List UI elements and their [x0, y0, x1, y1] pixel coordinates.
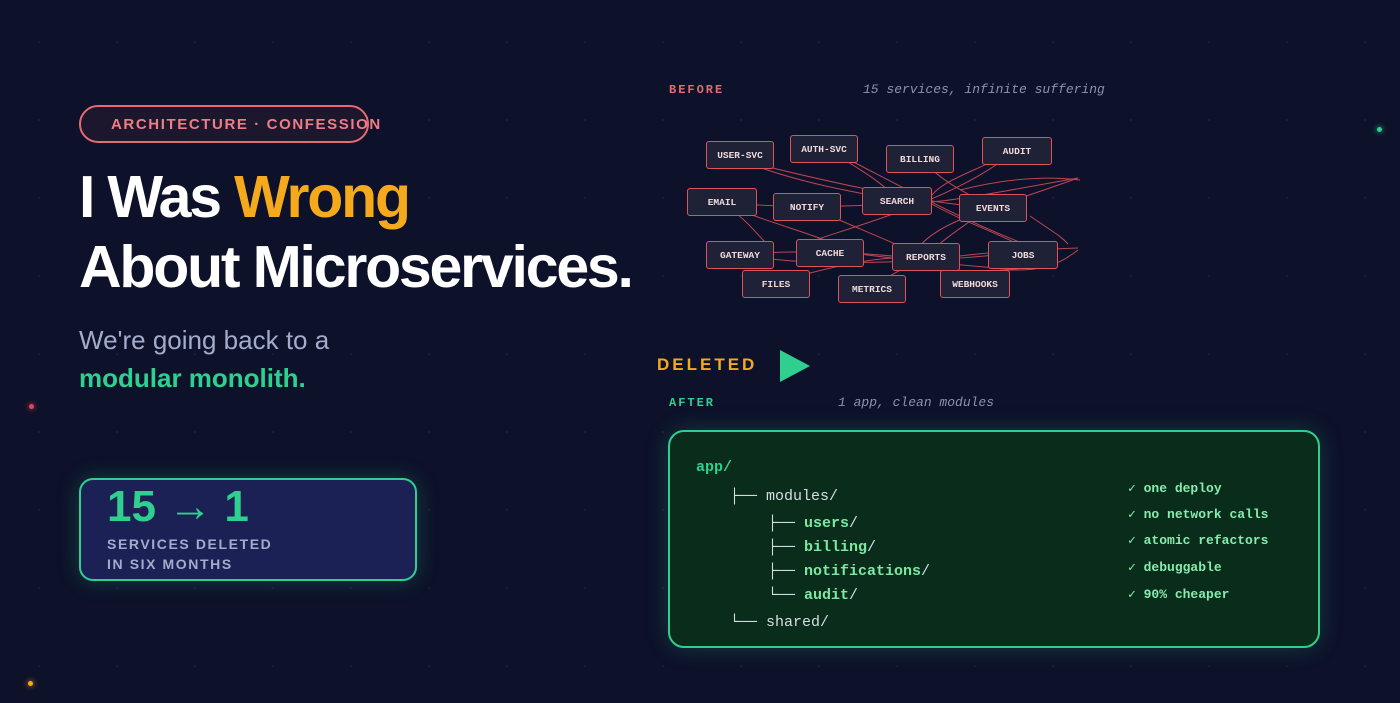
stat-label-line1: SERVICES DELETED	[107, 536, 273, 552]
subheadline: We're going back to a modular monolith.	[79, 321, 329, 397]
file-tree-card: app/ ├── modules/ ├── users/ ├── billing…	[668, 430, 1320, 648]
service-user-svc: USER-SVC	[706, 141, 774, 169]
tree-module-name: audit	[804, 587, 850, 604]
benefit-item: ✓ 90% cheaper	[1128, 587, 1230, 602]
decor-dot	[29, 404, 34, 409]
after-label: AFTER	[669, 396, 716, 410]
tree-module-item: └── audit/	[768, 587, 859, 604]
before-label: BEFORE	[669, 83, 725, 97]
tree-branch-icon: ├──	[768, 515, 805, 532]
tree-shared-label: shared/	[766, 614, 830, 631]
tree-modules-label: modules/	[766, 488, 839, 505]
after-note: 1 app, clean modules	[838, 395, 995, 410]
service-cache: CACHE	[796, 239, 864, 267]
tree-module-item: ├── notifications/	[768, 563, 931, 580]
service-billing: BILLING	[886, 145, 954, 173]
service-search: SEARCH	[862, 187, 932, 215]
before-note: 15 services, infinite suffering	[863, 82, 1105, 97]
service-auth-svc: AUTH-SVC	[790, 135, 858, 163]
category-badge: ARCHITECTURE · CONFESSION	[79, 105, 380, 143]
service-webhooks: WEBHOOKS	[940, 270, 1010, 298]
tree-module-name: notifications	[804, 563, 922, 580]
stat-value: 15 → 1	[107, 482, 249, 531]
tree-shared-dir: └── shared/	[730, 614, 829, 631]
stat-label-line2: IN SIX MONTHS	[107, 555, 233, 572]
service-events: EVENTS	[959, 194, 1027, 222]
stat-label: SERVICES DELETED IN SIX MONTHS	[107, 535, 272, 574]
subheadline-line1: We're going back to a	[79, 325, 330, 355]
service-jobs: JOBS	[988, 241, 1058, 269]
tree-branch-icon: └──	[730, 614, 767, 631]
service-files: FILES	[742, 270, 810, 298]
service-email: EMAIL	[687, 188, 757, 216]
benefit-item: ✓ debuggable	[1128, 560, 1222, 575]
headline-accent: Wrong	[234, 164, 411, 230]
tree-branch-icon: ├──	[768, 539, 805, 556]
subheadline-line2: modular monolith.	[79, 363, 306, 393]
service-metrics: METRICS	[838, 275, 906, 303]
benefit-item: ✓ no network calls	[1128, 507, 1269, 522]
play-arrow-icon	[780, 350, 810, 382]
service-audit: AUDIT	[982, 137, 1052, 165]
tree-module-item: ├── users/	[768, 515, 859, 532]
service-gateway: GATEWAY	[706, 241, 774, 269]
service-notify: NOTIFY	[773, 193, 841, 221]
headline: I Was Wrong About Microservices.	[79, 162, 634, 302]
service-reports: REPORTS	[892, 243, 960, 271]
service-graph: USER-SVC AUTH-SVC BILLING AUDIT EMAIL NO…	[660, 120, 1100, 320]
stat-card: 15 → 1 SERVICES DELETED IN SIX MONTHS	[79, 478, 417, 581]
deleted-label: DELETED	[657, 355, 758, 374]
tree-module-name: billing	[804, 539, 868, 556]
benefit-item: ✓ one deploy	[1128, 481, 1222, 496]
headline-prefix: I Was	[79, 164, 235, 230]
tree-root: app/	[696, 459, 733, 476]
tree-branch-icon: └──	[768, 587, 805, 604]
decor-dot	[1377, 127, 1382, 132]
decor-dot	[28, 681, 33, 686]
tree-module-name: users	[804, 515, 850, 532]
headline-line2: About Microservices.	[79, 234, 634, 300]
tree-branch-icon: ├──	[730, 488, 767, 505]
badge-text: ARCHITECTURE · CONFESSION	[111, 115, 382, 133]
benefit-item: ✓ atomic refactors	[1128, 533, 1269, 548]
tree-branch-icon: ├──	[768, 563, 805, 580]
tree-modules-dir: ├── modules/	[730, 488, 838, 505]
tree-module-item: ├── billing/	[768, 539, 877, 556]
